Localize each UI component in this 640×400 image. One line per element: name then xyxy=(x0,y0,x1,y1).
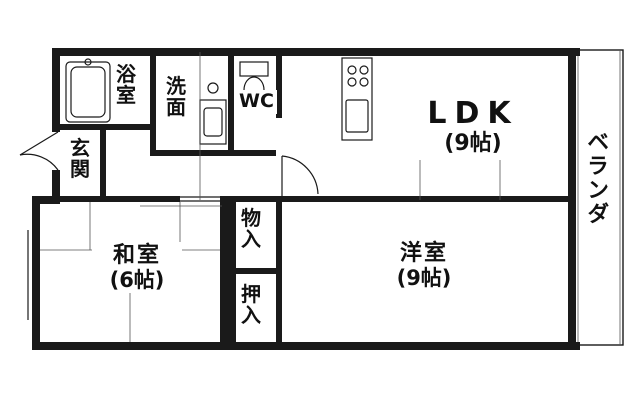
kitchen-counter-icon xyxy=(341,57,373,141)
ldk-label: LDK (9帖) xyxy=(418,98,528,155)
bathtub-icon xyxy=(65,58,111,123)
interior-walls xyxy=(60,56,576,346)
washroom-label-text: 洗面 xyxy=(166,74,186,119)
closet-label-text: 押入 xyxy=(241,282,261,327)
western-room-label: 洋室 (9帖) xyxy=(382,242,466,289)
western-room-name: 洋室 xyxy=(399,241,448,266)
ldk-name: LDK xyxy=(427,96,519,131)
ldk-door xyxy=(281,155,319,196)
japanese-room-name: 和室 xyxy=(112,243,161,268)
japanese-room-size: (6帖) xyxy=(109,268,165,293)
washroom-label: 洗面 xyxy=(162,74,190,120)
veranda-label-text: ベランダ xyxy=(583,130,609,226)
western-room-size: (9帖) xyxy=(396,266,452,291)
sink-icon xyxy=(199,82,227,145)
veranda-label: ベランダ xyxy=(583,126,609,230)
japanese-room-label: 和室 (6帖) xyxy=(92,242,182,294)
closet-label: 押入 xyxy=(237,282,265,328)
ldk-size: (9帖) xyxy=(444,130,502,156)
storage-label: 物入 xyxy=(237,206,265,252)
entrance-door xyxy=(19,131,59,171)
sliding-doors xyxy=(140,196,230,207)
storage-label-text: 物入 xyxy=(241,206,261,251)
entrance-label: 玄関 xyxy=(66,136,94,182)
wc-label: WC xyxy=(236,90,277,114)
wc-label-text: WC xyxy=(239,90,274,112)
bath-label-text: 浴室 xyxy=(116,62,136,107)
windows xyxy=(27,70,572,330)
entrance-label-text: 玄関 xyxy=(70,136,90,181)
bath-label: 浴室 xyxy=(112,62,140,108)
grid-ticks xyxy=(199,52,501,200)
